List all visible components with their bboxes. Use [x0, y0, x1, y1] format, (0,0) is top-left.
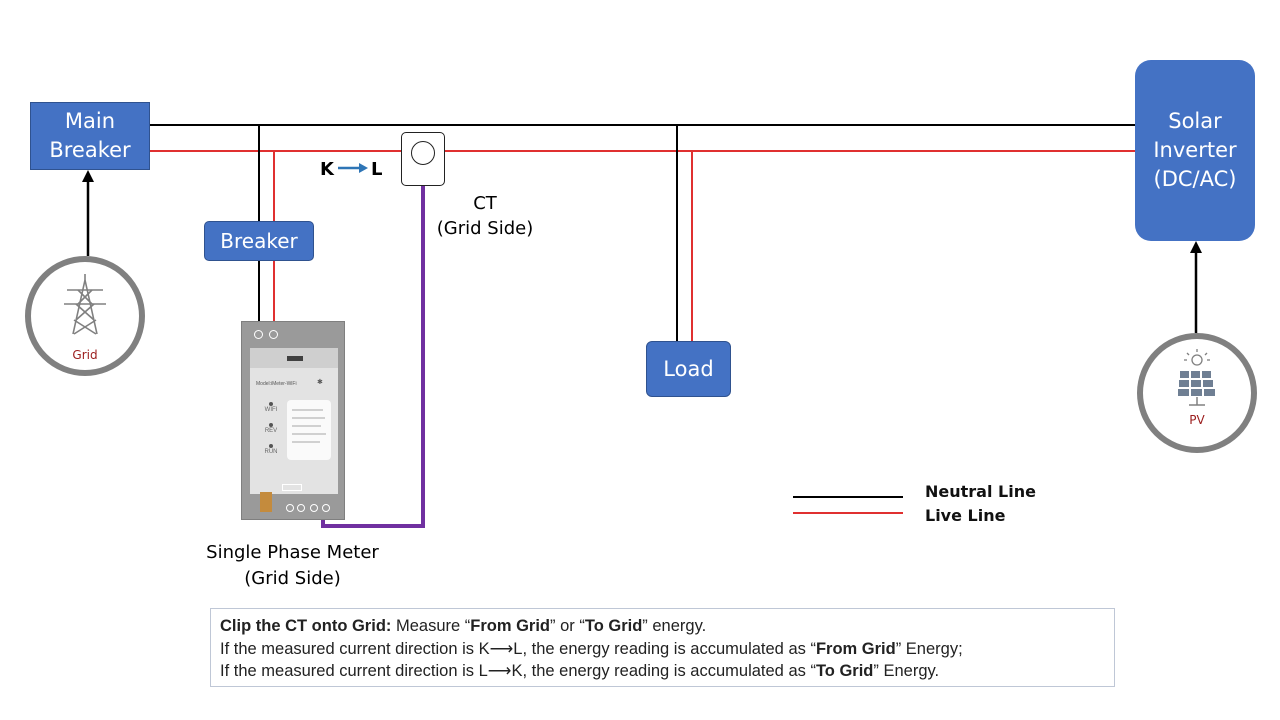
meter-button — [282, 484, 302, 491]
screw-icon — [269, 330, 278, 339]
meter-led-run: RUN — [259, 444, 283, 455]
meter-label: Single Phase Meter (Grid Side) — [190, 540, 395, 592]
main-breaker-block: Main Breaker — [30, 102, 150, 170]
note-to-grid: To Grid — [584, 617, 643, 635]
single-phase-meter: Model:iMeter-WiFi ✱ WIFI REV RUN — [241, 321, 345, 520]
inverter-label-line2: Inverter — [1153, 138, 1237, 162]
instruction-note: Clip the CT onto Grid: Measure “From Gri… — [210, 608, 1115, 687]
note-from-grid: From Grid — [470, 617, 551, 635]
ct-clamp — [401, 132, 445, 186]
note-line-3: If the measured current direction is L⟶K… — [220, 660, 1105, 683]
ct-direction-l: L — [371, 159, 383, 180]
note-text: ” energy. — [642, 617, 707, 635]
note-text: ” Energy; — [895, 639, 963, 658]
ct-clamp-icon — [411, 141, 435, 165]
ct-label-line2: (Grid Side) — [436, 218, 534, 239]
k-to-l-arrow-head — [359, 163, 368, 173]
solar-panel-icon — [1178, 349, 1215, 406]
meter-led-wifi: WIFI — [259, 402, 283, 413]
grid-node: Grid — [25, 256, 145, 376]
meter-spec-sticker — [287, 400, 331, 460]
load-label: Load — [663, 357, 714, 381]
meter-terminal-strip — [242, 484, 346, 521]
pv-caption: PV — [1189, 413, 1205, 427]
meter-label-line2: (Grid Side) — [244, 568, 341, 589]
terminal-icon — [286, 504, 294, 512]
terminal-icon — [322, 504, 330, 512]
meter-rs485-port — [260, 492, 272, 512]
breaker-label: Breaker — [220, 229, 298, 253]
screw-icon — [254, 330, 263, 339]
note-text: If the measured current direction is L⟶K… — [220, 662, 816, 680]
grid-caption: Grid — [72, 348, 98, 362]
meter-label-line1: Single Phase Meter — [206, 542, 379, 563]
ct-direction-k: K — [320, 159, 334, 180]
inverter-label-line3: (DC/AC) — [1153, 167, 1237, 191]
ct-label: CT (Grid Side) — [420, 191, 550, 241]
main-breaker-label-line2: Breaker — [49, 138, 131, 162]
note-text: Measure “ — [391, 617, 471, 635]
ct-label-line1: CT — [473, 193, 497, 214]
meter-model-text: Model:iMeter-WiFi — [256, 381, 297, 387]
legend-live-label: Live Line — [925, 506, 1006, 525]
meter-top-strip — [250, 348, 338, 368]
solar-inverter-block: Solar Inverter (DC/AC) — [1135, 60, 1255, 241]
meter-logo-icon: ✱ — [317, 379, 323, 386]
load-block: Load — [646, 341, 731, 397]
note-from-grid: From Grid — [815, 639, 896, 658]
inverter-label-line1: Solar — [1168, 109, 1222, 133]
main-breaker-label-line1: Main — [64, 109, 116, 133]
meter-led-rev: REV — [259, 423, 283, 434]
legend-neutral-label: Neutral Line — [925, 482, 1036, 501]
meter-face: Model:iMeter-WiFi ✱ WIFI REV RUN — [250, 348, 338, 494]
note-to-grid: To Grid — [815, 662, 874, 680]
power-tower-icon — [64, 274, 106, 335]
terminal-icon — [297, 504, 305, 512]
note-text: If the measured current direction is K⟶L… — [220, 639, 816, 658]
pv-arrow-head — [1190, 241, 1202, 253]
breaker-block: Breaker — [204, 221, 314, 261]
note-text: ” or “ — [550, 617, 585, 635]
meter-slot — [287, 356, 303, 361]
note-line-1: Clip the CT onto Grid: Measure “From Gri… — [220, 615, 1105, 638]
terminal-icon — [310, 504, 318, 512]
note-text: ” Energy. — [873, 662, 940, 680]
meter-spec-lines — [292, 409, 326, 443]
note-heading: Clip the CT onto Grid: — [220, 617, 392, 635]
note-line-2: If the measured current direction is K⟶L… — [220, 638, 1105, 661]
grid-arrow-head — [82, 170, 94, 182]
pv-node: PV — [1137, 333, 1257, 453]
